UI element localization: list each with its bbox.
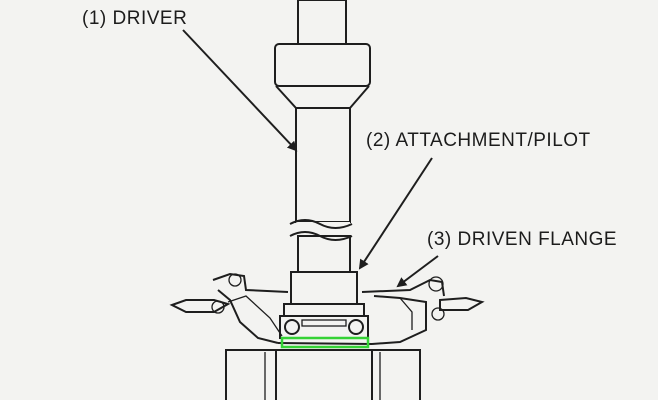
flange-callout: (3) DRIVEN FLANGE (427, 229, 618, 250)
highlight-seat (280, 336, 370, 349)
driver-handle-head (274, 43, 371, 109)
bearing (279, 315, 369, 339)
driver-leader-arrow (182, 29, 298, 152)
threaded-rod (297, 0, 347, 45)
flange-leader-arrow (396, 255, 439, 288)
attachment-callout: (2) ATTACHMENT/PILOT (366, 130, 591, 151)
driver-callout: (1) DRIVER (82, 8, 188, 29)
attachment-pilot (283, 271, 365, 317)
driver-shaft (289, 107, 353, 273)
attachment-leader-arrow (358, 157, 433, 270)
driven-flange (169, 272, 485, 345)
support-base (225, 349, 421, 400)
